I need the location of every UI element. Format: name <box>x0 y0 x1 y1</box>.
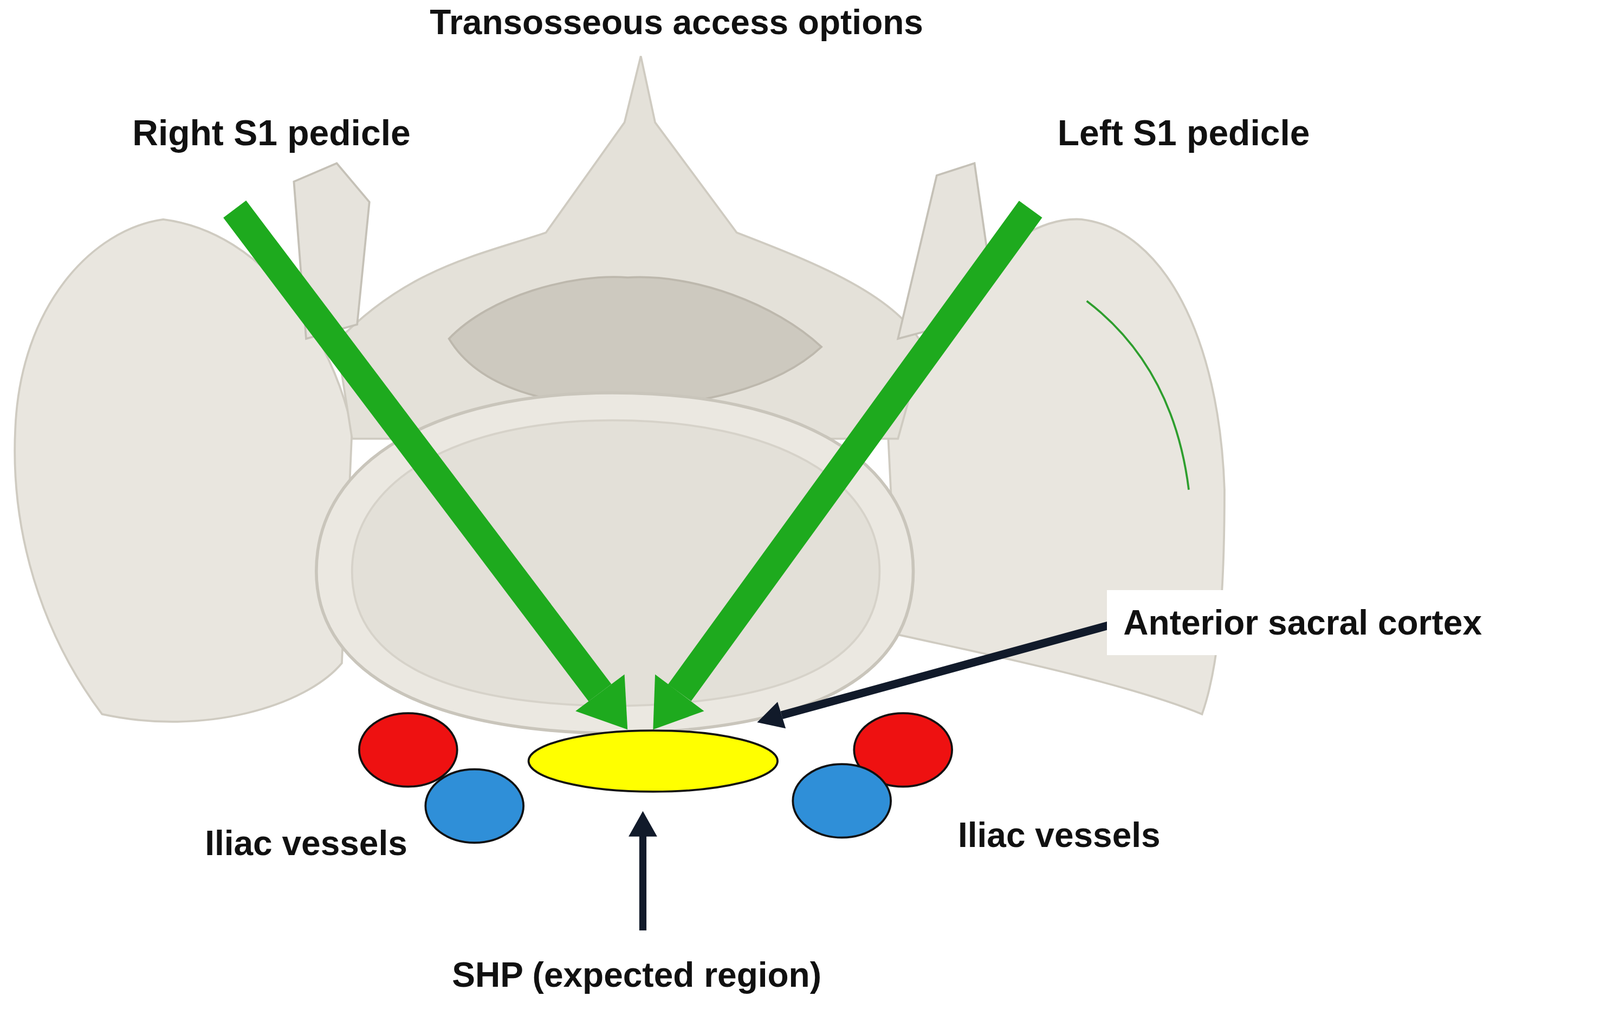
vessel-label: Iliac vessels <box>204 823 408 864</box>
pedicle-label: Left S1 pedicle <box>1057 112 1311 154</box>
iliac-vein <box>425 769 524 844</box>
leader-arrow-shaft <box>781 624 1113 716</box>
posterior-arch <box>336 56 924 439</box>
trajectory-arrow-head <box>652 674 704 730</box>
pedicle-label: Right S1 pedicle <box>132 112 411 154</box>
vessel-label: Iliac vessels <box>957 814 1161 855</box>
leader-arrow-shaft <box>639 834 647 931</box>
box-text: Anterior sacral cortex <box>1123 602 1482 643</box>
trajectory-arrow-shaft <box>679 209 1031 693</box>
trajectory-arrow-shaft <box>234 209 600 693</box>
spinal-canal <box>449 276 822 406</box>
iliac-vein <box>792 763 891 838</box>
diagram-title: Transosseous access options <box>429 2 924 43</box>
ala-arc <box>1086 300 1189 490</box>
region-label: SHP (expected region) <box>451 954 822 995</box>
trajectory-arrow-head <box>575 674 628 730</box>
shp-region <box>528 730 779 792</box>
label-box: Anterior sacral cortex <box>1106 590 1600 656</box>
leader-arrow-head <box>628 811 658 837</box>
leader-arrow-head <box>756 701 786 729</box>
iliac-artery <box>359 713 458 787</box>
